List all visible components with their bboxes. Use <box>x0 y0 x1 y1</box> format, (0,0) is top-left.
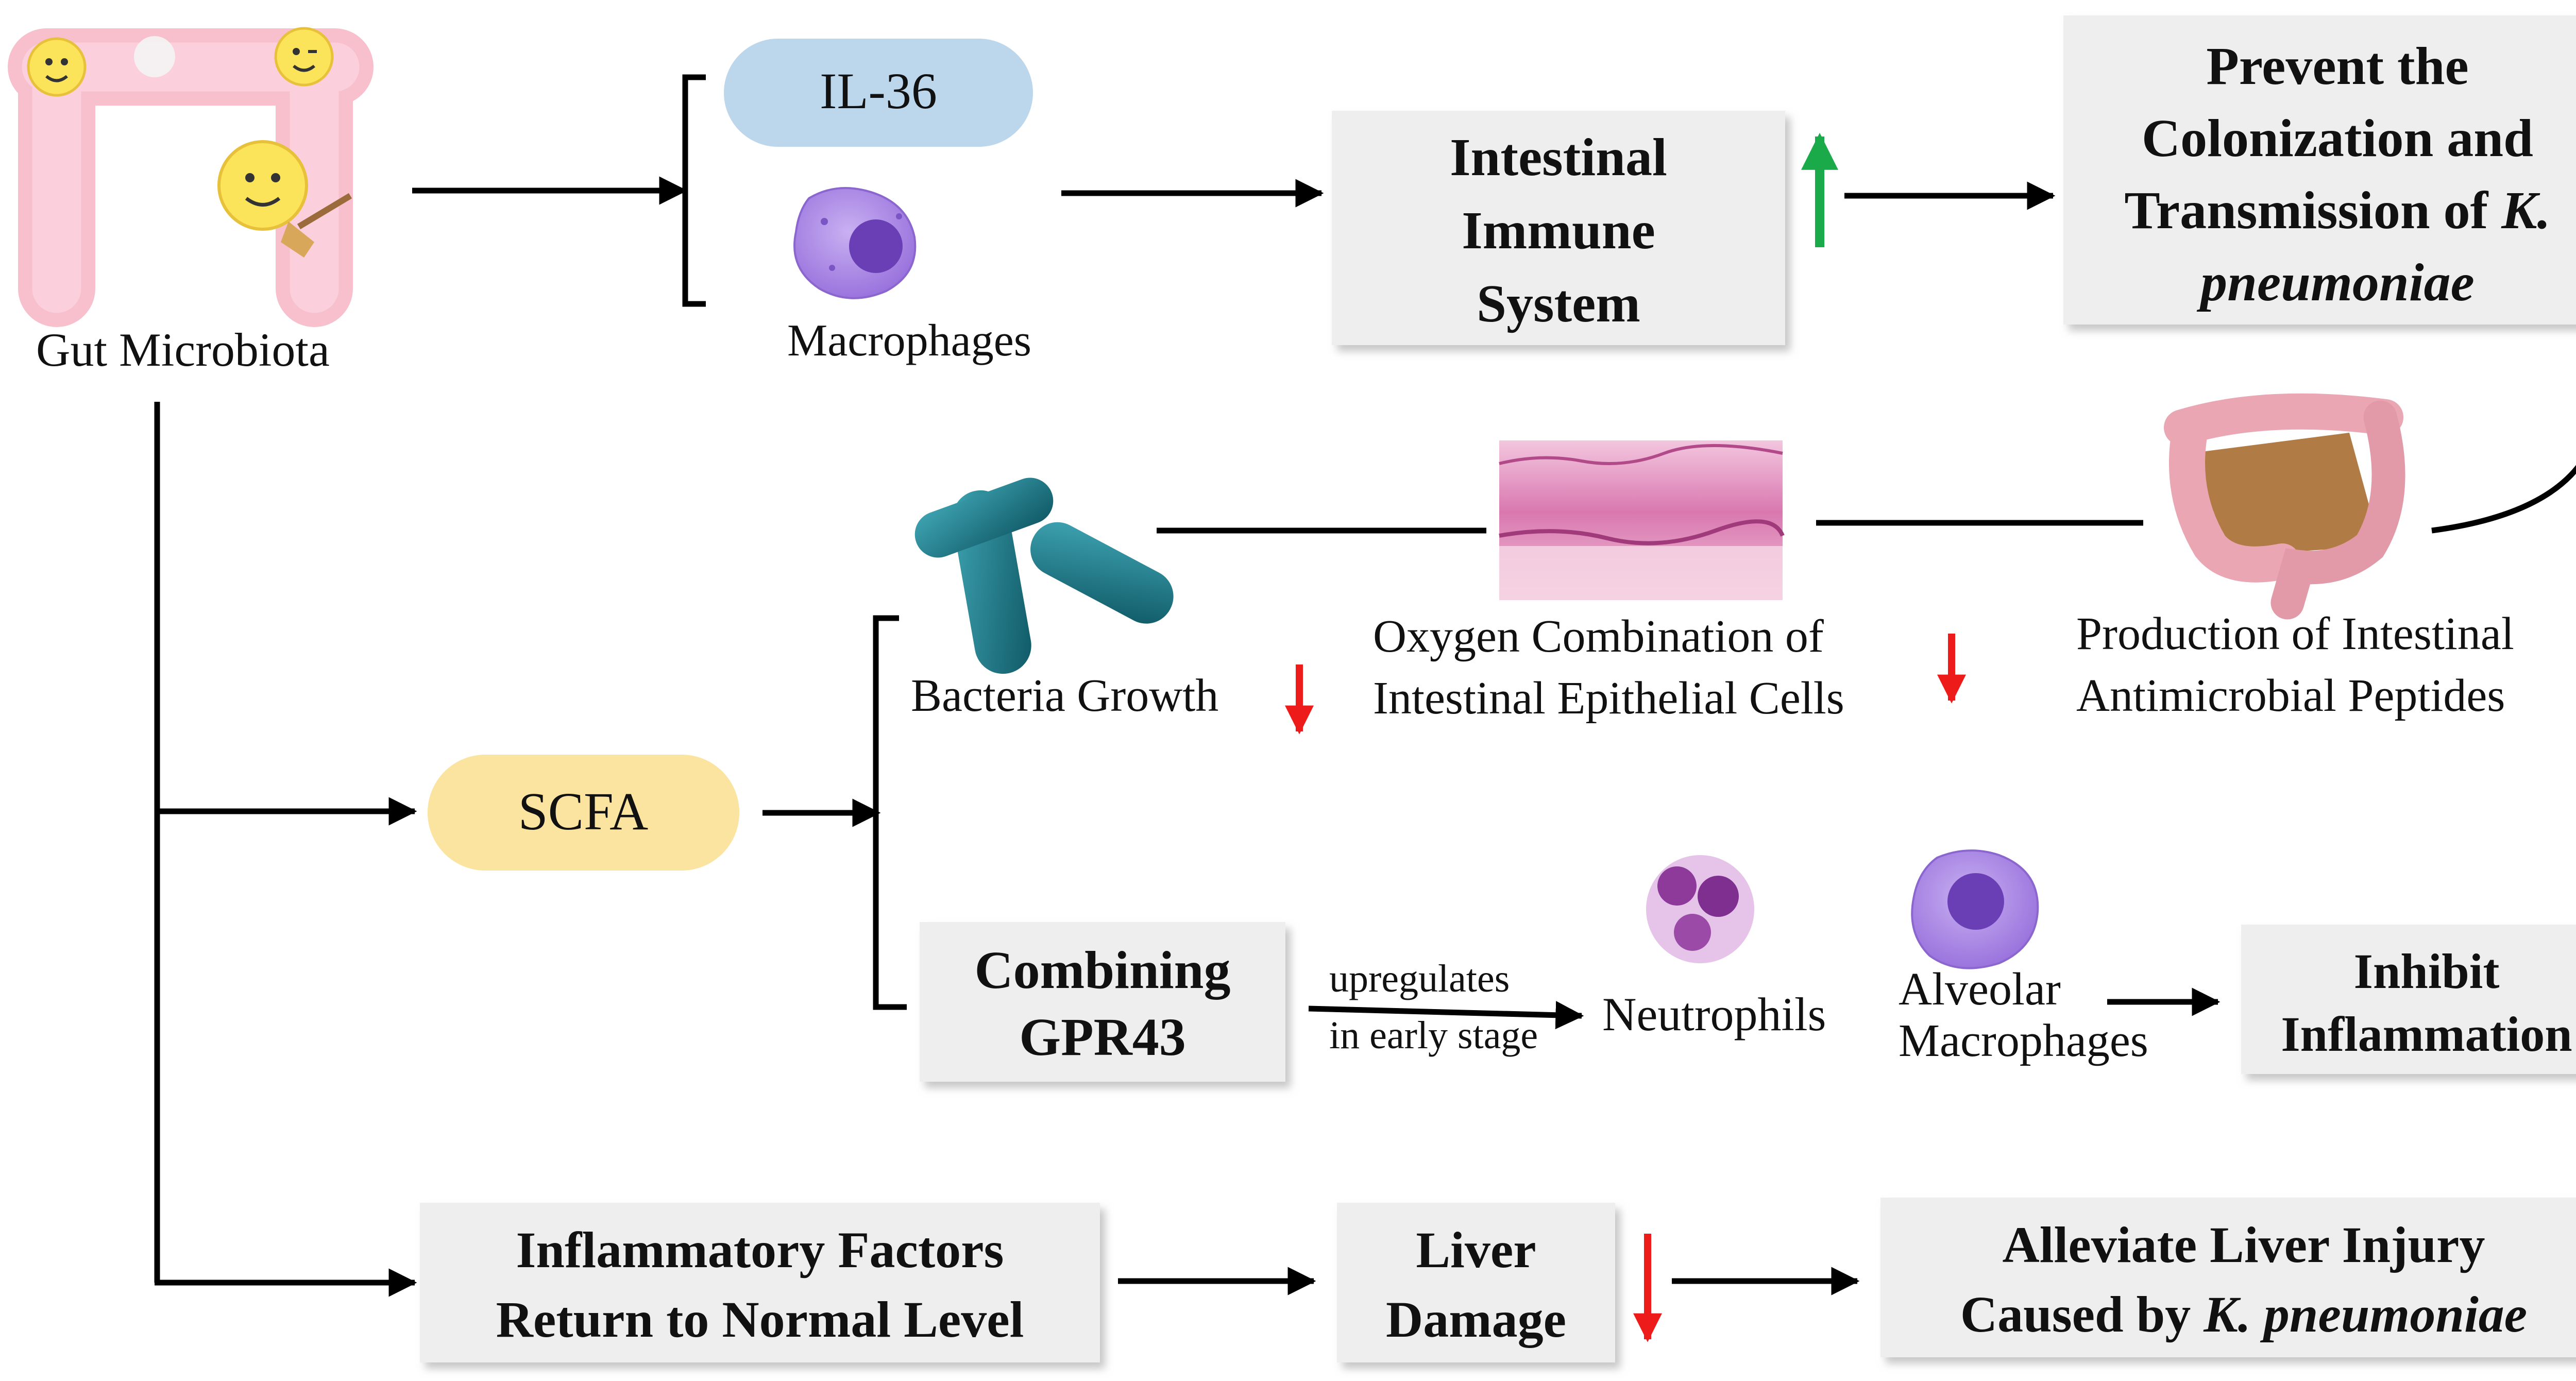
inhibit-line2: Inflammation <box>2281 1007 2572 1062</box>
happy-intestine-icon <box>8 27 374 327</box>
intestine-organ-icon <box>2164 393 2405 620</box>
scfa-label: SCFA <box>518 782 648 841</box>
arrow-gpr43-to-neutrophils <box>1308 1001 1584 1030</box>
liver-line1: Liver <box>1416 1221 1536 1278</box>
bracket-scfa-branches <box>873 615 907 1010</box>
peptides-line2: Antimicrobial Peptides <box>2076 670 2505 721</box>
macrophage-cell-icon <box>793 187 917 299</box>
peptides-line1: Production of Intestinal <box>2076 608 2514 659</box>
inflammatory-factors-box <box>420 1203 1100 1362</box>
prevent-line4: pneumoniae <box>2196 253 2475 312</box>
alveolar-line2: Macrophages <box>1899 1015 2148 1066</box>
prevent-line2: Colonization and <box>2142 109 2533 168</box>
alveolar-line1: Alveolar <box>1899 964 2061 1015</box>
immune-line3: System <box>1477 274 1640 333</box>
il36-pill <box>724 39 1033 147</box>
macrophage-cell-icon <box>1911 849 2039 969</box>
gpr43-box <box>920 922 1285 1082</box>
rod-bacteria-icon <box>914 478 1174 674</box>
prevent-line3: Transmission of K. <box>2124 181 2550 240</box>
immune-line1: Intestinal <box>1450 128 1667 187</box>
liver-line2: Damage <box>1386 1291 1566 1348</box>
arrow-intestine-to-prevent <box>2431 465 2576 534</box>
il36-label: IL-36 <box>820 62 937 120</box>
alleviate-line1: Alleviate Liver Injury <box>2003 1216 2485 1273</box>
bracket-immune-inputs <box>682 74 706 307</box>
gpr43-line1: Combining <box>974 941 1230 1000</box>
alleviate-liver-box <box>1880 1198 2576 1357</box>
immune-line2: Immune <box>1462 201 1655 260</box>
alleviate-line2: Caused by K. pneumoniae <box>1960 1286 2527 1343</box>
oxygen-line1: Oxygen Combination of <box>1373 611 1824 662</box>
upregulates-line1: upregulates <box>1329 957 1510 1000</box>
gut-microbiota-label: Gut Microbiota <box>36 323 330 376</box>
prevent-colonization-box <box>2063 15 2576 325</box>
neutrophil-cell-icon <box>1646 855 1754 963</box>
prevent-line1: Prevent the <box>2206 37 2468 96</box>
inflammatory-line1: Inflammatory Factors <box>516 1221 1004 1278</box>
gpr43-line2: GPR43 <box>1019 1008 1186 1067</box>
liver-damage-box <box>1337 1203 1615 1362</box>
neutrophils-label: Neutrophils <box>1602 988 1826 1041</box>
macrophages-label: Macrophages <box>787 316 1031 366</box>
oxygen-line2: Intestinal Epithelial Cells <box>1373 673 1844 724</box>
scfa-pill <box>428 755 739 871</box>
inhibit-line1: Inhibit <box>2354 944 2500 999</box>
bacteria-growth-label: Bacteria Growth <box>911 670 1218 721</box>
upregulates-line2: in early stage <box>1329 1014 1538 1057</box>
epithelial-tissue-icon <box>1499 440 1785 600</box>
immune-system-box <box>1332 111 1785 345</box>
inhibit-inflammation-box <box>2241 925 2576 1074</box>
inflammatory-line2: Return to Normal Level <box>496 1291 1024 1348</box>
